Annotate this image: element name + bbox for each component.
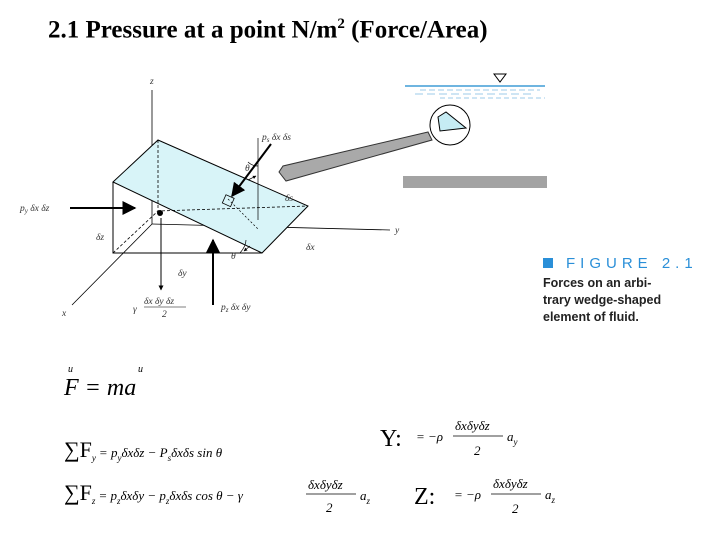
sum-fz-equation: ∑Fz= pzδxδy − pzδxδs cos θ − γ bbox=[64, 480, 244, 506]
axis-y-label: y bbox=[394, 226, 400, 236]
figure-caption: FIGURE 2.1 Forces on an arbi- trary wedg… bbox=[543, 255, 698, 324]
z-accel: az bbox=[545, 487, 556, 505]
ps-arrow bbox=[231, 143, 272, 198]
wedge-element bbox=[112, 138, 309, 254]
sum-fz-accel: az bbox=[360, 488, 371, 506]
weight-numerator: δx δy δz bbox=[144, 297, 174, 307]
tank-inset bbox=[278, 73, 547, 188]
zoom-pointer-arrow bbox=[278, 131, 433, 182]
y-frac-num: δxδyδz bbox=[455, 418, 490, 433]
dy-label: δy bbox=[178, 269, 187, 279]
axis-z-label: z bbox=[149, 77, 154, 87]
wedge-in-fluid bbox=[437, 111, 468, 132]
caption-line-2: trary wedge-shaped bbox=[543, 293, 661, 307]
z-frac-den: 2 bbox=[512, 501, 519, 516]
z-neg-rho: = −ρ bbox=[454, 487, 481, 502]
y-frac-den: 2 bbox=[474, 443, 481, 458]
centroid-dot bbox=[157, 210, 163, 216]
figure-header: FIGURE 2.1 bbox=[566, 255, 698, 272]
sum-fz-fraction: δxδyδz 2 az bbox=[306, 477, 371, 515]
z-component: Z: = −ρ δxδyδz 2 az bbox=[414, 476, 556, 516]
caption-line-1: Forces on an arbi- bbox=[543, 276, 651, 290]
slide-title: 2.1 Pressure at a point N/m2 (Force/Area… bbox=[48, 16, 488, 44]
tank-bottom bbox=[403, 176, 547, 188]
ps-label: ps δx δs bbox=[261, 133, 291, 144]
dz-label: δz bbox=[96, 233, 104, 243]
theta-top-label: θ bbox=[245, 164, 250, 174]
z-frac-num: δxδyδz bbox=[493, 476, 528, 491]
py-label: py δx δz bbox=[19, 204, 50, 215]
sum-fz-frac-den: 2 bbox=[326, 500, 333, 515]
vector-mark-a: u bbox=[138, 364, 143, 375]
newton-equation: F = ma bbox=[63, 375, 136, 401]
y-label: Y: bbox=[380, 426, 402, 452]
axis-x-label: x bbox=[61, 309, 67, 319]
title-exponent: 2 bbox=[337, 16, 345, 32]
sum-fy-equation: ∑Fy= pyδxδz − Psδxδs sin θ bbox=[64, 437, 223, 463]
inclined-plane bbox=[112, 139, 309, 254]
weight-denominator: 2 bbox=[162, 310, 167, 320]
newton-law: u u F = ma bbox=[63, 364, 143, 401]
figure-bullet bbox=[543, 258, 553, 268]
y-neg-rho: = −ρ bbox=[416, 429, 443, 444]
dx-label: δx bbox=[306, 243, 315, 253]
ds-label: δs bbox=[285, 194, 293, 204]
pz-label: pz δx δy bbox=[220, 303, 251, 314]
weight-label: γ δx δy δz 2 bbox=[133, 297, 186, 320]
caption-line-3: element of fluid. bbox=[543, 310, 639, 324]
title-rest: (Force/Area) bbox=[344, 16, 488, 44]
y-component: Y: = −ρ δxδyδz 2 ay bbox=[380, 418, 518, 458]
free-surface-marker-icon bbox=[493, 73, 507, 83]
z-label: Z: bbox=[414, 484, 435, 510]
sum-fz-frac-num: δxδyδz bbox=[308, 477, 343, 492]
weight-gamma: γ bbox=[133, 305, 137, 315]
y-accel: ay bbox=[507, 429, 518, 447]
vector-mark-f: u bbox=[68, 364, 73, 375]
title-main: 2.1 Pressure at a point N/m bbox=[48, 16, 338, 44]
theta-bottom-label: θ bbox=[231, 252, 236, 262]
